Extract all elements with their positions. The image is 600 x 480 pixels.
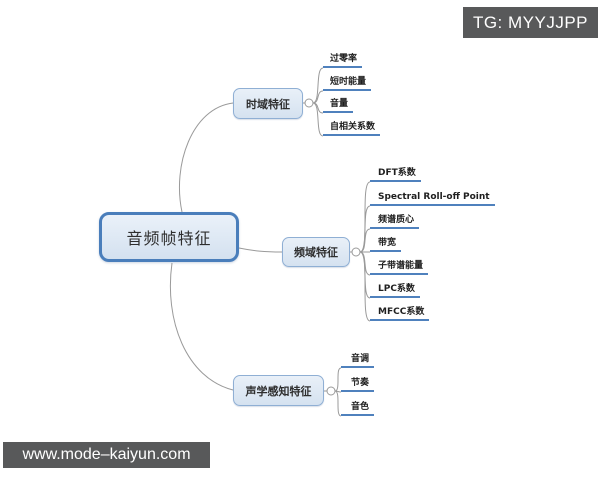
connector-curve [169,262,234,391]
connector-curve [312,90,324,104]
branch-node-frequency-domain[interactable]: 频域特征 [282,237,350,267]
leaf-node-zero-crossing-rate[interactable]: 过零率 [323,52,363,68]
leaf-node-subband-energy[interactable]: 子带谱能量 [370,259,429,275]
branch-node-time-domain[interactable]: 时域特征 [233,88,303,119]
leaf-node-autocorrelation[interactable]: 自相关系数 [323,120,381,136]
root-node-audio-frame-features[interactable]: 音频帧特征 [99,212,239,262]
collapse-toggle-icon[interactable] [326,386,336,396]
connector-curve [334,390,342,417]
collapse-toggle-icon[interactable] [351,247,361,257]
connector-curve [334,367,342,392]
branch-node-acoustic-perception[interactable]: 声学感知特征 [233,375,324,406]
leaf-node-mfcc-coefficients[interactable]: MFCC系数 [370,305,430,321]
connector-curve [359,228,371,253]
leaf-node-rhythm[interactable]: 节奏 [341,376,375,392]
leaf-node-spectral-centroid[interactable]: 频谱质心 [370,213,420,229]
leaf-node-lpc-coefficients[interactable]: LPC系数 [370,282,420,298]
connector-curve [312,102,324,114]
connector-curve [312,102,324,137]
connector-curve [238,247,283,253]
leaf-node-spectral-rolloff[interactable]: Spectral Roll-off Point [370,190,495,206]
connector-curve [359,251,371,322]
leaf-node-pitch[interactable]: 音调 [341,352,375,368]
watermark-telegram-badge: TG: MYYJJPP [463,7,598,38]
leaf-node-bandwidth[interactable]: 带宽 [370,236,402,252]
leaf-node-short-time-energy[interactable]: 短时能量 [323,75,372,91]
connector-curve [312,67,324,104]
leaf-node-volume[interactable]: 音量 [323,97,354,113]
collapse-toggle-icon[interactable] [304,98,314,108]
leaf-node-timbre[interactable]: 音色 [341,400,375,416]
connector-curve [178,102,234,213]
leaf-node-dft-coefficients[interactable]: DFT系数 [370,166,421,182]
watermark-website-badge: www.mode–kaiyun.com [3,442,210,468]
